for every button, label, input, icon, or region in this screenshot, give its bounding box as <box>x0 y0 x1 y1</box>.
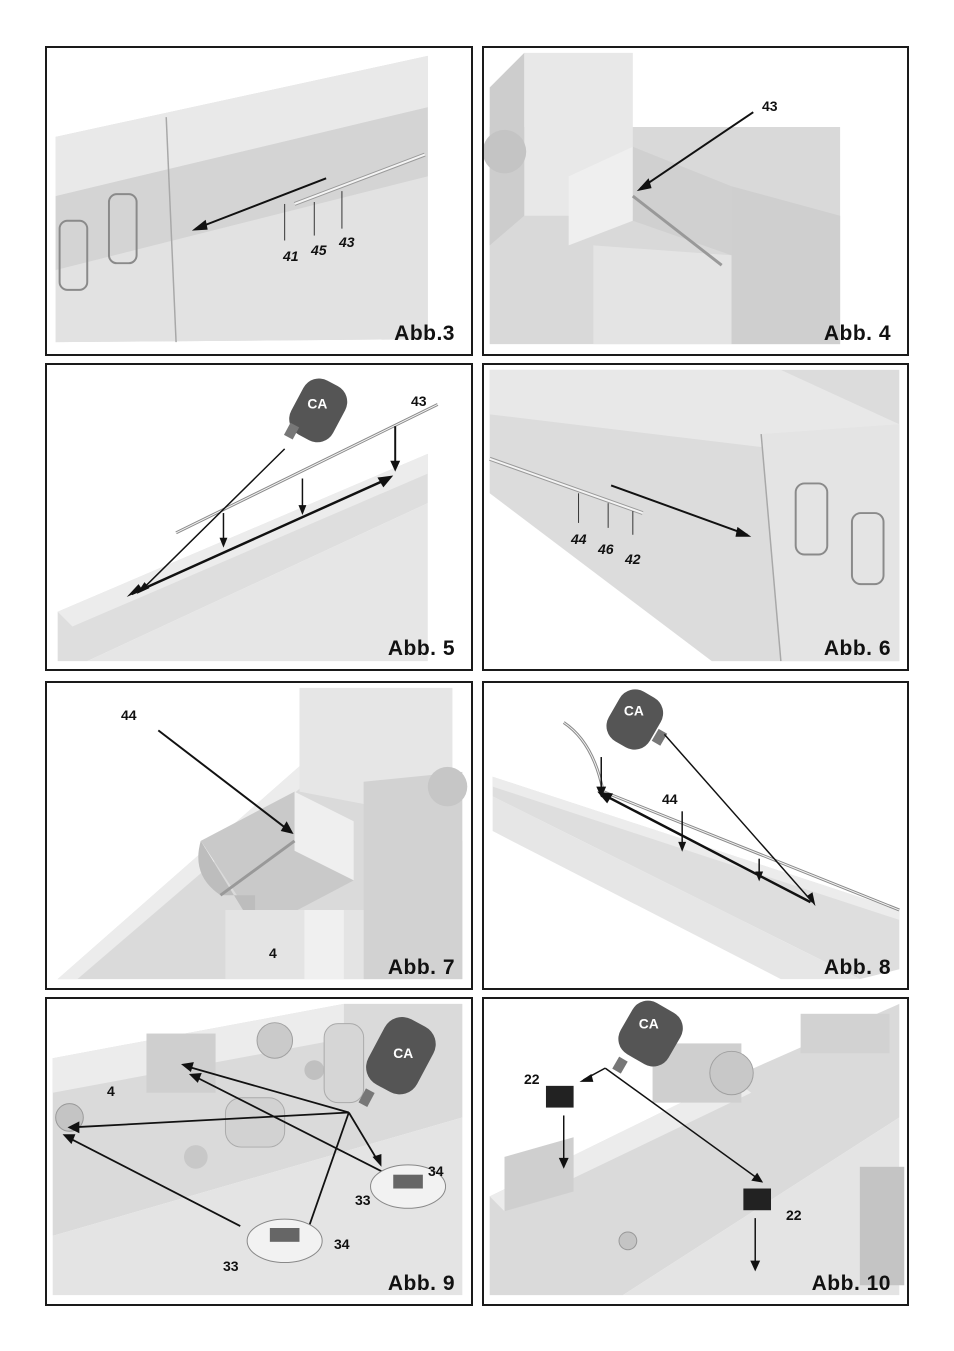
svg-text:CA: CA <box>639 1016 659 1032</box>
part-label-43: 43 <box>411 393 427 409</box>
part-label-46: 46 <box>598 541 614 557</box>
part-label-34-a: 34 <box>428 1163 444 1179</box>
figure-abb-3: 41 45 43 Abb.3 <box>45 46 473 356</box>
part-label-33-b: 33 <box>223 1258 239 1274</box>
ca-glue-wire-illustration-2: CA <box>492 689 900 980</box>
part-label-43: 43 <box>762 98 778 114</box>
figure-caption: Abb. 5 <box>387 637 455 660</box>
ca-bottle-icon: CA <box>283 378 348 443</box>
former-slot-illustration-2 <box>57 687 468 980</box>
ca-bottle-icon: CA <box>606 689 668 750</box>
part-label-22-b: 22 <box>786 1207 802 1223</box>
ca-bottle-icon: CA <box>358 1016 436 1107</box>
clevis-mount-illustration: CA <box>489 1000 905 1296</box>
figure-caption: Abb. 7 <box>387 956 455 979</box>
svg-text:CA: CA <box>624 703 644 719</box>
figure-abb-4: 43 Abb. 4 <box>482 46 909 356</box>
part-label-4: 4 <box>107 1083 115 1099</box>
svg-text:CA: CA <box>393 1045 413 1061</box>
figure-caption: Abb.3 <box>394 322 455 345</box>
figure-caption: Abb. 4 <box>823 322 891 345</box>
part-label-44: 44 <box>571 531 587 547</box>
former-slot-illustration <box>484 52 841 345</box>
part-label-44: 44 <box>662 791 678 807</box>
part-label-34-b: 34 <box>334 1236 350 1252</box>
figure-caption: Abb. 10 <box>811 1272 891 1295</box>
part-label-44: 44 <box>121 707 137 723</box>
figure-caption: Abb. 8 <box>823 956 891 979</box>
fuselage-side-illustration-2 <box>489 369 900 662</box>
figure-caption: Abb. 9 <box>387 1272 455 1295</box>
part-label-42: 42 <box>625 551 641 567</box>
figure-caption: Abb. 6 <box>823 637 891 660</box>
figure-abb-6: 44 46 42 Abb. 6 <box>482 363 909 671</box>
figure-abb-5: CA 43 Abb. 5 <box>45 363 473 671</box>
part-label-33-a: 33 <box>355 1192 371 1208</box>
ca-glue-wire-illustration: CA <box>57 378 439 662</box>
figure-abb-9: CA 4 34 33 34 33 Abb. 9 <box>45 997 473 1306</box>
part-label-45: 45 <box>311 242 327 258</box>
part-label-22-a: 22 <box>524 1071 540 1087</box>
part-label-4: 4 <box>269 945 277 961</box>
fuselage-side-illustration <box>55 55 428 343</box>
svg-text:CA: CA <box>307 395 327 411</box>
ca-bottle-icon: CA <box>612 1000 683 1074</box>
part-label-43: 43 <box>339 234 355 250</box>
figure-abb-10: CA 22 22 Abb. 10 <box>482 997 909 1306</box>
servo-mount-illustration: CA <box>52 1003 463 1296</box>
figure-abb-7: 44 4 Abb. 7 <box>45 681 473 990</box>
figure-abb-8: CA 44 Abb. 8 <box>482 681 909 990</box>
part-label-41: 41 <box>283 248 299 264</box>
